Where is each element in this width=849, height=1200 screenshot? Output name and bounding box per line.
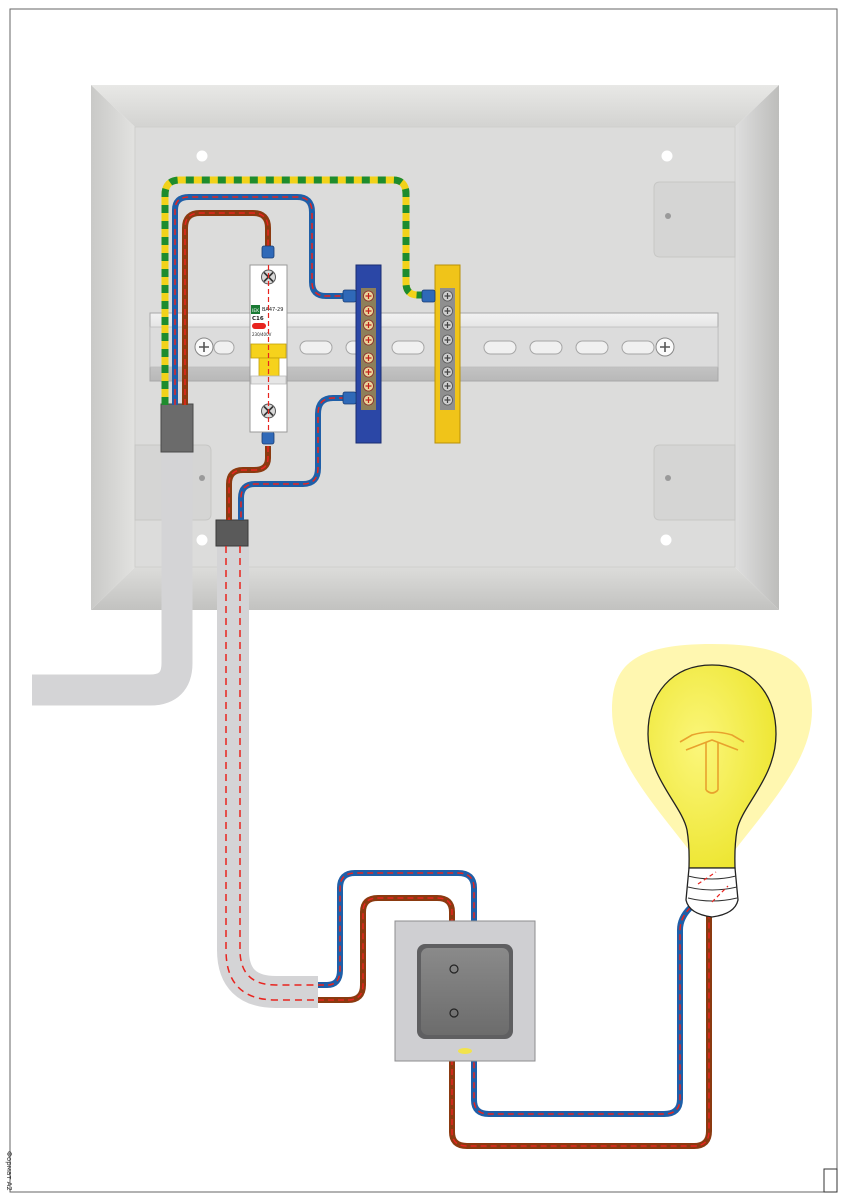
breaker-rating: C16 <box>252 316 264 322</box>
ground-bus-bar <box>434 264 461 444</box>
sheet-border <box>9 8 838 1193</box>
incoming-neutral-wire <box>172 194 345 405</box>
screw-icon <box>194 337 214 357</box>
stamp-corner <box>823 1168 838 1193</box>
breaker-model: ВА47-29 <box>262 307 283 313</box>
conduit-inner-wires <box>225 546 320 1001</box>
mount-hole <box>196 534 208 546</box>
screw-icon <box>655 337 675 357</box>
lamp-phase-wire <box>318 895 714 1149</box>
mount-hole <box>660 534 672 546</box>
circuit-breaker: IEK ВА47-29 C16 230/400V <box>249 264 288 433</box>
ground-wire <box>161 176 430 405</box>
outgoing-neutral-wire <box>238 395 345 520</box>
breaker-voltage: 230/400V <box>252 332 272 337</box>
incoming-conduit <box>32 403 194 706</box>
incoming-phase-wire <box>182 210 271 405</box>
wire-ferrules <box>261 245 436 445</box>
outgoing-conduit <box>215 519 318 1008</box>
sheet-format-label: Формат А2 <box>5 1151 13 1191</box>
bulb-icon <box>612 644 812 918</box>
switch-icon <box>394 920 536 1062</box>
outgoing-phase-wire <box>226 446 271 520</box>
din-rail <box>149 312 719 382</box>
mount-hole <box>196 150 208 162</box>
mount-hole <box>661 150 673 162</box>
breaker-brand: IEK <box>252 308 260 314</box>
neutral-bus-bar <box>355 264 382 444</box>
